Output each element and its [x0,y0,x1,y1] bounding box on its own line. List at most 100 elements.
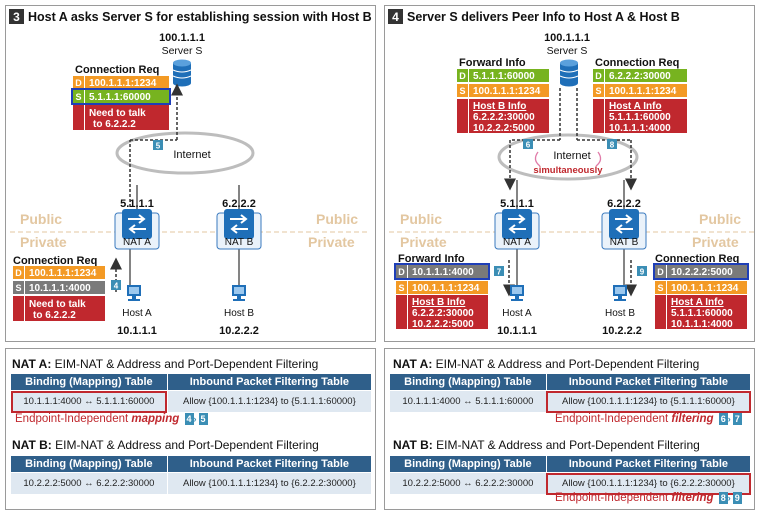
nat-b-filter-cell-right: Allow {100.1.1.1:1234} to {6.2.2.2:30000… [545,472,752,495]
nat-a-filter-cell: Allow {100.1.1.1:1234} to {5.1.1.1:60000… [166,390,373,413]
note-filtering-b: Endpoint-Independent filtering 8›9 [555,492,742,504]
svg-text:D: D [595,71,602,81]
svg-text:Private: Private [308,234,355,250]
svg-text:5: 5 [156,142,161,151]
col-filter: Inbound Packet Filtering Table [545,373,752,391]
svg-text:Host B: Host B [224,308,254,319]
svg-text:10.1.1.1: 10.1.1.1 [497,325,537,337]
note-filtering-a: Endpoint-Independent filtering 6›7 [555,413,742,425]
svg-text:5.1.1.1:60000: 5.1.1.1:60000 [609,112,671,123]
connection-req-public: Connection Req D 100.1.1.1:1234 S 5.1.1.… [71,64,171,130]
svg-text:4: 4 [114,282,119,291]
svg-text:5.1.1.1:60000: 5.1.1.1:60000 [89,92,151,103]
svg-text:Host A: Host A [122,308,152,319]
svg-text:10.1.1.1:4000: 10.1.1.1:4000 [412,267,474,278]
svg-text:7: 7 [497,268,502,277]
col-binding: Binding (Mapping) Table [10,455,168,473]
svg-text:10.1.1.1:4000: 10.1.1.1:4000 [29,283,91,294]
nat-a-policy-right: NAT A: EIM-NAT & Address and Port-Depend… [393,357,700,371]
svg-text:Public: Public [400,211,442,227]
svg-text:100.1.1.1: 100.1.1.1 [544,32,590,44]
svg-text:Connection Req: Connection Req [595,57,679,69]
svg-text:9: 9 [640,268,645,277]
svg-text:6.2.2.2: 6.2.2.2 [607,198,641,210]
svg-text:Connection Req: Connection Req [655,253,739,265]
svg-text:5.1.1.1:60000: 5.1.1.1:60000 [473,71,535,82]
svg-text:5.1.1.1: 5.1.1.1 [120,198,154,210]
svg-text:S: S [75,92,81,102]
nat-a-policy-left: NAT A: EIM-NAT & Address and Port-Depend… [12,357,319,371]
nat-b-policy-right: NAT B: EIM-NAT & Address and Port-Depend… [393,438,700,452]
nat-b-binding-cell-right: 10.2.2.2:5000 ↔ 6.2.2.2:30000 [389,472,547,495]
svg-text:Need to talk: Need to talk [29,299,86,310]
svg-text:D: D [398,267,405,277]
col-filter: Inbound Packet Filtering Table [166,455,373,473]
step-badge-8 [607,139,617,149]
connection-req-public-right: Connection Req D 6.2.2.2:30000 S 100.1.1… [593,57,687,134]
step-badge-4-header [388,9,403,24]
svg-text:100.1.1.1:1234: 100.1.1.1:1234 [473,86,541,97]
col-binding: Binding (Mapping) Table [389,373,547,391]
step-badge-7 [494,266,504,276]
step-badge-9 [637,266,647,276]
svg-text:NAT B: NAT B [610,237,639,248]
svg-text:10.1.1.1:4000: 10.1.1.1:4000 [609,123,671,134]
col-binding: Binding (Mapping) Table [389,455,547,473]
svg-text:10.2.2.2:5000: 10.2.2.2:5000 [412,319,474,330]
svg-text:5.1.1.1: 5.1.1.1 [500,198,534,210]
svg-text:S: S [398,283,404,293]
private-label: Private [20,234,67,250]
svg-text:S: S [459,86,465,96]
host-a-icon [127,285,141,301]
internet-cloud [115,131,255,175]
forward-info-public: Forward Info D 5.1.1.1:60000 S 100.1.1.1… [457,57,549,134]
simultaneously-label: simultaneously [533,165,603,176]
svg-text:10.2.2.2:5000: 10.2.2.2:5000 [473,123,535,134]
svg-text:NAT B: NAT B [225,237,254,248]
nat-b-icon [223,208,255,240]
svg-text:Internet: Internet [173,149,210,161]
svg-text:Connection Req: Connection Req [75,64,159,76]
nat-a-icon-right [501,208,533,240]
svg-text:Forward Info: Forward Info [459,57,526,69]
svg-text:3: 3 [13,10,20,24]
svg-text:100.1.1.1:1234: 100.1.1.1:1234 [412,283,480,294]
connection-req-private: Connection Req D 100.1.1.1:1234 S 10.1.1… [13,255,105,321]
nat-a-binding-cell: 10.1.1.1:4000 ↔ 5.1.1.1:60000 [10,390,168,413]
svg-text:8: 8 [610,141,615,150]
svg-text:S: S [657,283,663,293]
svg-text:S: S [15,283,21,293]
svg-text:6.2.2.2:30000: 6.2.2.2:30000 [412,308,474,319]
step-badge-3 [9,9,24,24]
server-icon [172,59,192,87]
svg-text:NAT A: NAT A [123,237,151,248]
server-icon-right [559,59,579,87]
svg-text:Host A: Host A [502,308,532,319]
svg-text:D: D [15,268,22,278]
svg-text:10.2.2.2:5000: 10.2.2.2:5000 [671,267,733,278]
host-b-icon-right [613,285,627,301]
svg-text:to 6.2.2.2: to 6.2.2.2 [93,119,136,130]
left-panel-header: 3 Host A asks Server S for establishing … [9,9,372,24]
svg-text:100.1.1.1:1234: 100.1.1.1:1234 [29,268,97,279]
forward-info-private: Forward Info D 10.1.1.1:4000 S 100.1.1.1… [394,253,490,330]
svg-text:D: D [75,78,82,88]
public-label: Public [20,211,62,227]
svg-text:NAT A: NAT A [503,237,531,248]
svg-text:10.2.2.2: 10.2.2.2 [219,325,259,337]
svg-text:4: 4 [392,10,399,24]
svg-text:Host A Info: Host A Info [609,101,662,112]
svg-text:D: D [459,71,466,81]
nat-b-table-right: Binding (Mapping) Table Inbound Packet F… [389,455,752,495]
svg-text:6: 6 [526,141,531,150]
nat-b-policy-left: NAT B: EIM-NAT & Address and Port-Depend… [12,438,319,452]
svg-text:Need to talk: Need to talk [89,108,146,119]
svg-text:10.2.2.2: 10.2.2.2 [602,325,642,337]
nat-a-table-right: Binding (Mapping) Table Inbound Packet F… [389,373,752,413]
server-ip: 100.1.1.1 [159,32,205,44]
right-panel-title: Server S delivers Peer Info to Host A & … [407,10,680,24]
connection-req-private-right: Connection Req D 10.2.2.2:5000 S 100.1.1… [653,253,749,330]
svg-text:10.1.1.1: 10.1.1.1 [117,325,157,337]
svg-text:5.1.1.1:60000: 5.1.1.1:60000 [671,308,733,319]
